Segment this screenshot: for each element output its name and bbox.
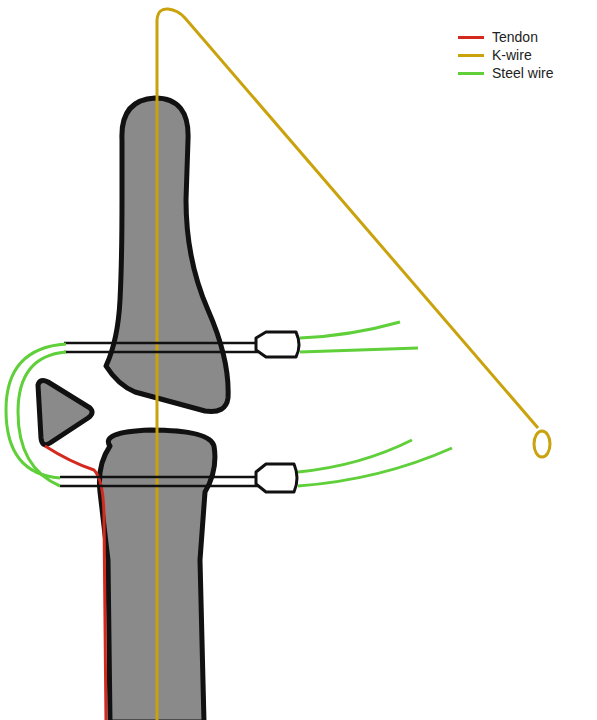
legend-row: Tendon: [458, 28, 553, 46]
bone-fragment: [38, 381, 92, 445]
distal-phalanx: [106, 98, 228, 411]
legend-swatch: [458, 72, 484, 75]
legend-label: Tendon: [492, 29, 538, 45]
upper-needle: [64, 332, 299, 357]
lower-needle: [60, 464, 297, 492]
legend-label: Steel wire: [492, 65, 553, 81]
legend-swatch: [458, 54, 484, 57]
legend: TendonK-wireSteel wire: [458, 28, 553, 82]
legend-row: K-wire: [458, 46, 553, 64]
legend-swatch: [458, 36, 484, 39]
k-wire-loop: [534, 431, 550, 457]
legend-label: K-wire: [492, 47, 532, 63]
legend-row: Steel wire: [458, 64, 553, 82]
steel-wire: [6, 322, 452, 486]
k-wire: [157, 9, 538, 720]
